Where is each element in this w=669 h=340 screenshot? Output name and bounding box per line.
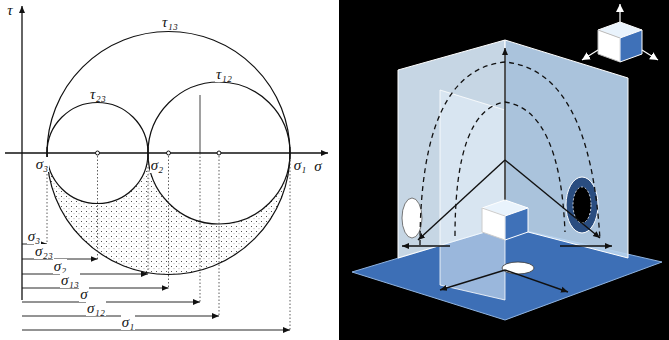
dimension-label: σ₁₂ xyxy=(86,301,106,316)
dimension-label: σ₁ xyxy=(121,315,136,330)
shear-label: τ₁₃ xyxy=(161,15,179,30)
dimension-label: σ₃ xyxy=(27,229,42,244)
stress-label: σ₁ xyxy=(293,158,308,173)
shear-label: τ₂₃ xyxy=(89,87,107,102)
shear-label: τ₁₂ xyxy=(215,67,233,82)
dimension-label: σ₁₃ xyxy=(60,273,80,288)
dimension-label: σ₂₃ xyxy=(34,244,54,259)
dimension-label: σ xyxy=(79,287,88,302)
axis-label: τ xyxy=(6,3,13,18)
stress-label: σ₃ xyxy=(35,157,50,172)
axis-label: σ xyxy=(313,159,322,174)
stress-label: σ₂ xyxy=(150,158,165,173)
dimension-label: σ₂ xyxy=(53,259,68,274)
